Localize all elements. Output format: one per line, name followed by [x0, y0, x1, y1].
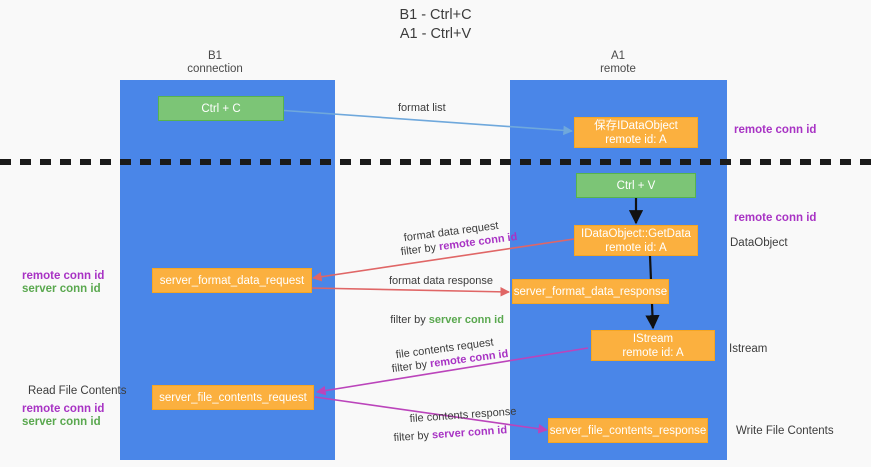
page-title: B1 - Ctrl+C A1 - Ctrl+V — [399, 7, 472, 42]
node-server-file-contents-response[interactable]: server_file_contents_response — [548, 418, 708, 443]
filter-prefix: filter by — [400, 241, 440, 259]
annotation-remote-conn-id-mid: remote conn id — [734, 212, 817, 224]
annotation-left-server-conn-id-2: server conn id — [22, 416, 101, 428]
annotation-write-file-contents: Write File Contents — [736, 425, 834, 437]
filter-value-server-conn-id: server conn id — [428, 314, 504, 326]
column-header-a1: A1 remote — [600, 50, 636, 75]
filter-prefix: filter by — [393, 429, 433, 445]
filter-value-remote-conn-id: remote conn id — [429, 347, 510, 371]
filter-value-server-conn-id: server conn id — [431, 424, 508, 442]
node-server-file-contents-request[interactable]: server_file_contents_request — [152, 385, 314, 410]
filter-prefix: filter by — [390, 314, 429, 326]
annotation-left-remote-conn-id: remote conn id — [22, 270, 105, 282]
annotation-left-server-conn-id: server conn id — [22, 283, 101, 295]
column-header-b1: B1 connection — [187, 50, 243, 75]
node-save-idataobject[interactable]: 保存IDataObject remote id: A — [574, 117, 698, 148]
node-idataobject-getdata[interactable]: IDataObject::GetData remote id: A — [574, 225, 698, 256]
node-ctrl-c[interactable]: Ctrl + C — [158, 96, 284, 121]
edge-format-data-response — [310, 287, 510, 297]
annotation-read-file-contents: Read File Contents — [28, 385, 127, 397]
edge-label-format-data-response-filter: filter by server conn id — [378, 299, 504, 341]
node-istream[interactable]: IStream remote id: A — [591, 330, 715, 361]
node-server-format-data-request[interactable]: server_format_data_request — [152, 268, 312, 293]
edge-label-format-data-response: format data response — [389, 275, 493, 287]
annotation-dataobject: DataObject — [730, 237, 788, 249]
edge-label-format-list: format list — [398, 102, 446, 114]
filter-prefix: filter by — [391, 358, 431, 376]
annotation-istream: Istream — [729, 343, 768, 355]
annotation-left-remote-conn-id-2: remote conn id — [22, 403, 105, 415]
node-ctrl-v[interactable]: Ctrl + V — [576, 173, 696, 198]
node-server-format-data-response[interactable]: server_format_data_response — [512, 279, 669, 304]
annotation-remote-conn-id-top: remote conn id — [734, 124, 817, 136]
edge-label-file-contents-response-filter: filter by server conn id — [380, 409, 509, 460]
filter-value-remote-conn-id: remote conn id — [438, 230, 519, 254]
